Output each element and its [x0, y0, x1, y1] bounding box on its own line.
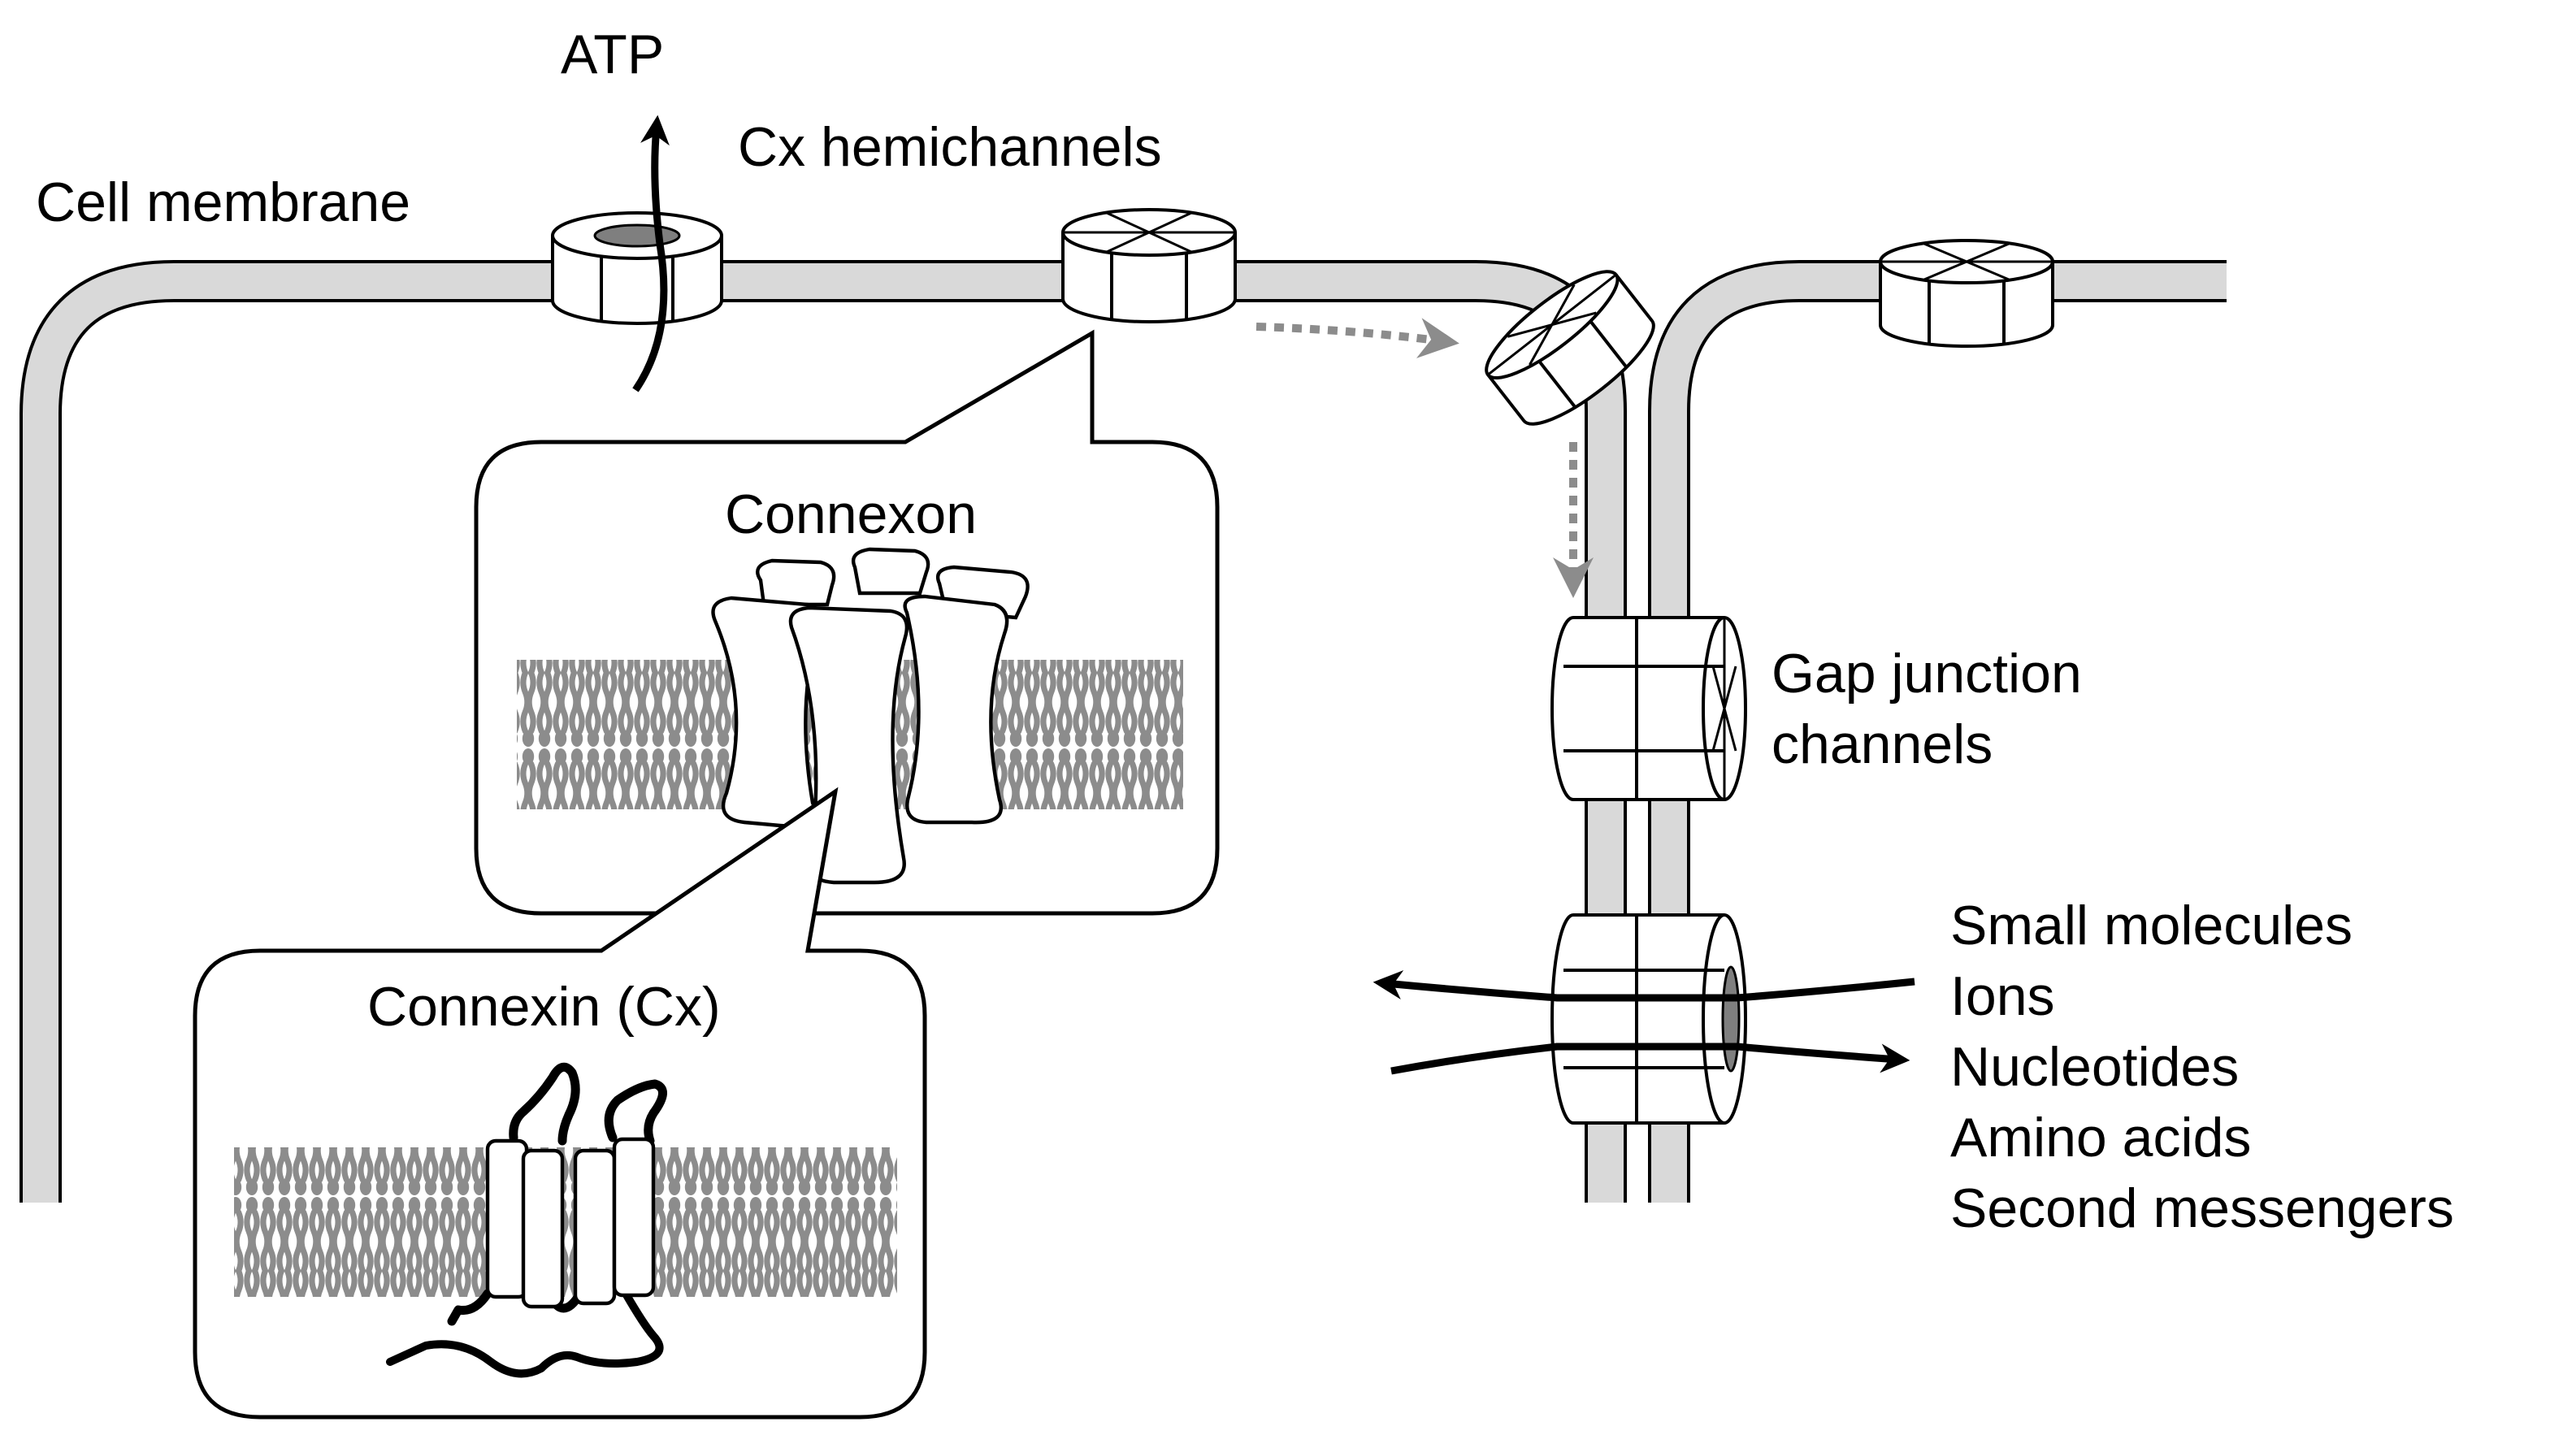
- dotted-arrow-to-junction: [1255, 318, 1459, 358]
- list-item-second-messengers: Second messengers: [1950, 1177, 2454, 1240]
- open-gap-junction-channel: [1550, 913, 1747, 1125]
- small-molecules-list: Small molecules Ions Nucleotides Amino a…: [1950, 891, 2454, 1244]
- connexin-protein: [386, 1062, 667, 1378]
- connexon-callout: [474, 329, 1220, 916]
- tilted-hemichannel: [1485, 270, 1655, 426]
- gap-junction-label-line1: Gap junction: [1772, 643, 2082, 704]
- closed-hemichannel-right-cell: [1879, 239, 2054, 348]
- list-item-ions: Ions: [1950, 965, 2055, 1028]
- right-cell-membrane: [1648, 260, 2227, 1203]
- cell-membrane-label: Cell membrane: [36, 171, 411, 233]
- gap-junction-channel: [1550, 616, 1747, 801]
- open-pore: [593, 223, 681, 248]
- atp-label: ATP: [561, 24, 665, 85]
- small-molecules-heading: Small molecules: [1950, 895, 2353, 956]
- connexin-callout: [193, 787, 927, 1420]
- atp-release-arrow: [632, 115, 670, 392]
- lipid-bilayer: [234, 1147, 897, 1297]
- list-item-nucleotides: Nucleotides: [1950, 1036, 2240, 1099]
- gap-junction-label: Gap junction channels: [1772, 639, 2082, 780]
- open-channel-pore: [1721, 965, 1741, 1073]
- closed-hemichannel: [1061, 208, 1237, 323]
- connexin-label: Connexin (Cx): [367, 976, 721, 1038]
- influx-arrow: [1390, 1043, 1910, 1075]
- gap-junction-label-line2: channels: [1772, 713, 1993, 776]
- list-item-amino-acids: Amino acids: [1950, 1107, 2252, 1169]
- efflux-arrow: [1373, 970, 1737, 1002]
- connexon-label: Connexon: [725, 483, 978, 545]
- open-hemichannel: [551, 211, 723, 325]
- cx-hemichannels-label: Cx hemichannels: [738, 116, 1162, 178]
